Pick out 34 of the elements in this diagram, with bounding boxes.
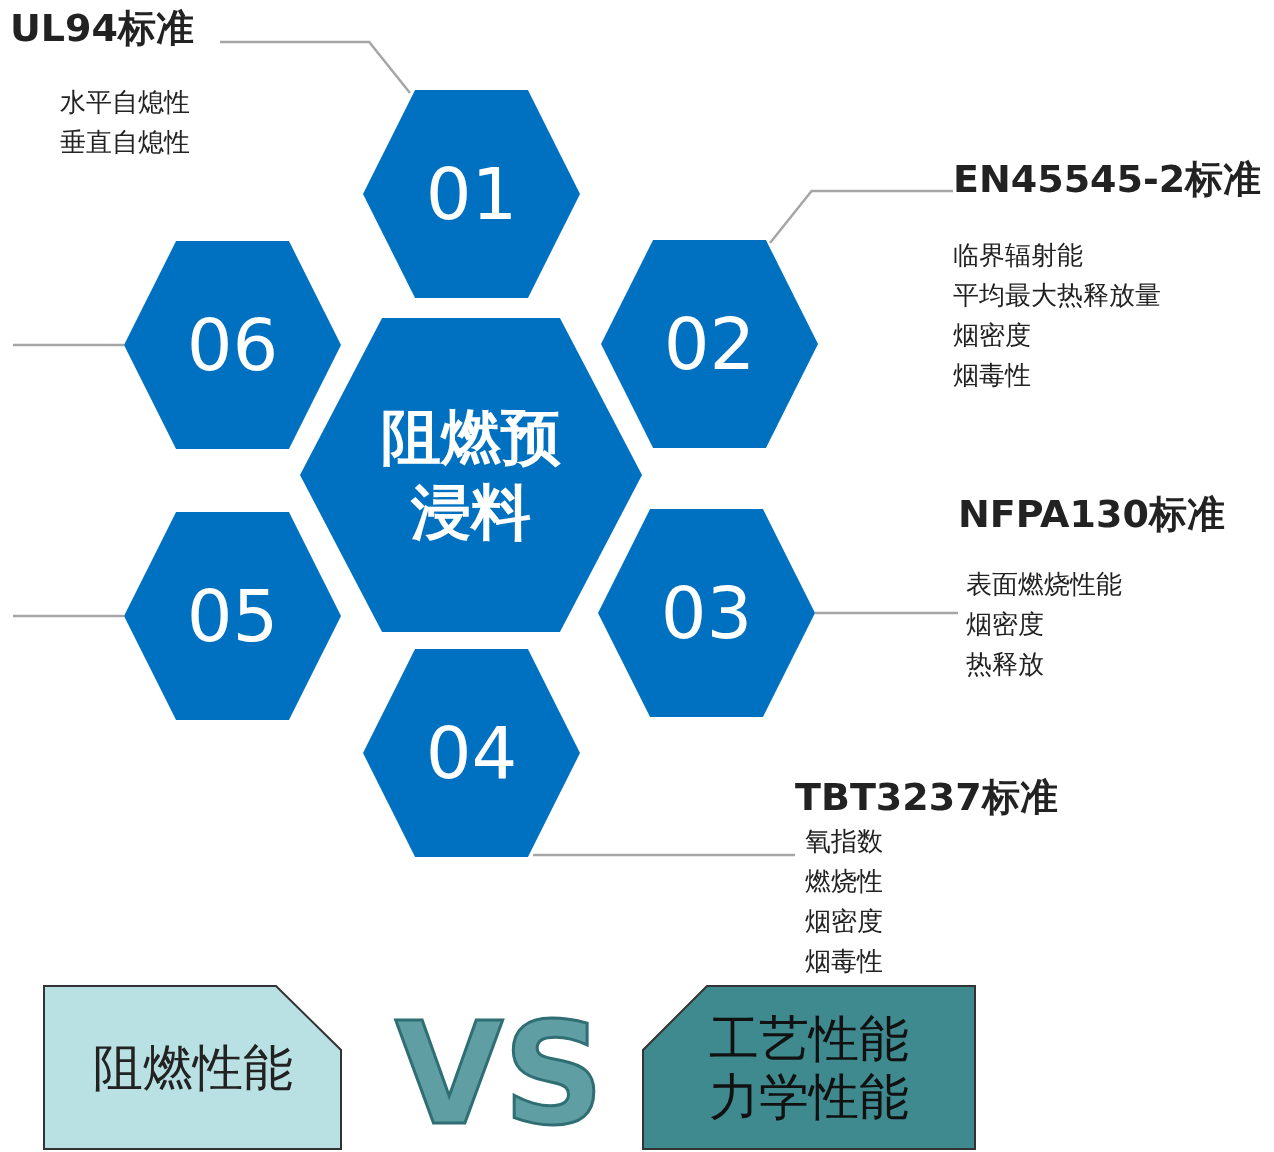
list-item: 平均最大热释放量 [953, 279, 1161, 312]
list-item: 垂直自熄性 [59, 126, 190, 159]
standard-heading: UL94标准 [10, 5, 194, 52]
list-item: 燃烧性 [804, 865, 883, 898]
list-item: 烟密度 [953, 319, 1031, 352]
standard-heading: NFPA130标准 [958, 491, 1225, 538]
leader-line [220, 40, 411, 94]
standard-heading: TBT3237标准 [795, 774, 1058, 821]
panel-text: 工艺性能 [709, 1009, 909, 1068]
leader-line [13, 343, 124, 347]
list-item: 临界辐射能 [953, 239, 1083, 272]
hexagon-number: 05 [185, 573, 280, 660]
hexagon-number: 01 [424, 151, 519, 238]
list-item: 水平自熄性 [59, 86, 190, 119]
leader-line [533, 853, 795, 857]
list-item: 烟毒性 [804, 945, 883, 978]
leader-line [815, 611, 958, 615]
list-item: 氧指数 [804, 825, 883, 858]
panel-text: 力学性能 [709, 1067, 909, 1126]
list-item: 烟密度 [804, 905, 883, 938]
hexagon-number: 02 [662, 301, 757, 388]
hexagon-number: 04 [424, 710, 519, 797]
hexagon-number: 06 [185, 302, 280, 389]
hexagon-number: 03 [659, 570, 754, 657]
list-item: 热释放 [965, 648, 1044, 681]
leader-line [769, 189, 953, 244]
leader-line [13, 614, 124, 618]
list-item: 表面燃烧性能 [965, 568, 1122, 601]
list-item: 烟密度 [965, 608, 1044, 641]
vs-text: VS [395, 1005, 605, 1145]
standard-heading: EN45545-2标准 [953, 156, 1262, 203]
panel-text: 阻燃性能 [92, 1038, 293, 1097]
list-item: 烟毒性 [953, 359, 1031, 392]
center-title: 阻燃预浸料 [380, 401, 562, 549]
